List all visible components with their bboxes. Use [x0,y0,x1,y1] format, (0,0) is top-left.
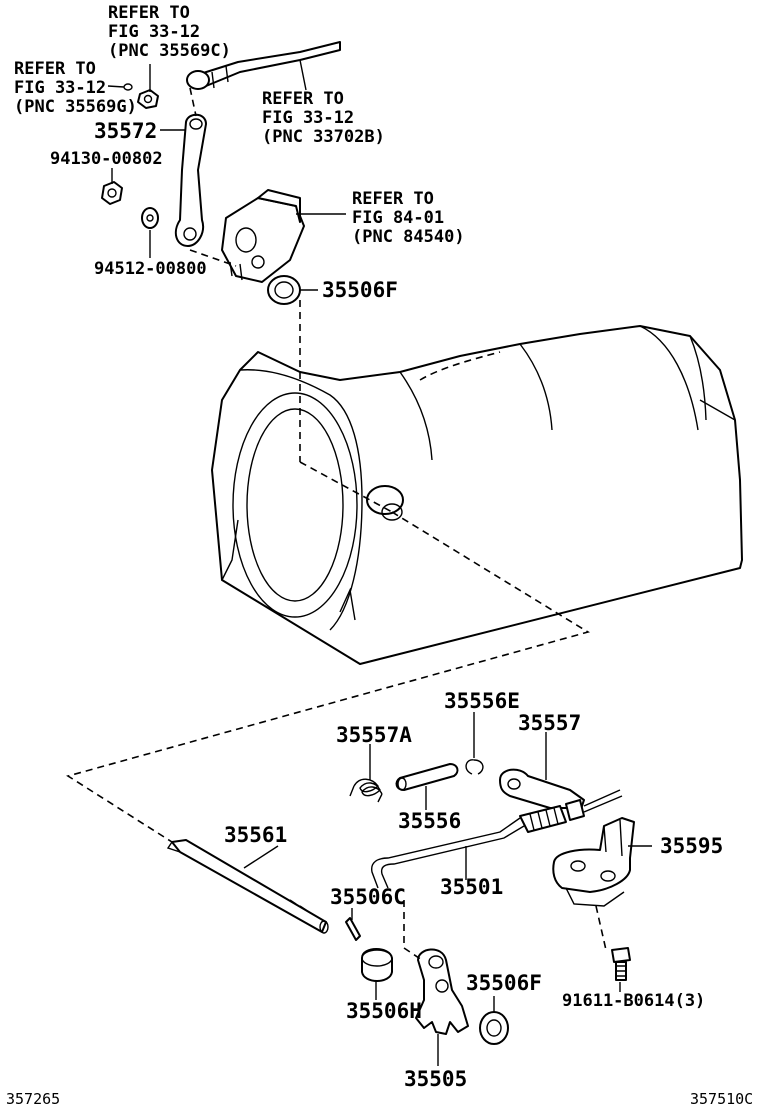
part-label-35505: 35505 [404,1067,467,1091]
part-label-35561: 35561 [224,823,287,847]
part-label-35557: 35557 [518,711,581,735]
pin-35556 [395,763,459,791]
ref-label-35569g: REFER TO FIG 33-12 (PNC 35569G) [14,59,137,117]
part-label-94130: 94130-00802 [50,149,163,169]
part-label-91611: 91611-B0614(3) [562,991,705,1011]
control-shaft-lever-35572 [174,113,207,247]
neutral-start-switch [221,189,305,283]
ref-label-33702b-line1: REFER TO [262,89,344,109]
nut-ref-35569c [137,89,159,109]
part-label-35506h: 35506H [346,999,422,1023]
ref-label-84540-line2: FIG 84-01 [352,208,444,228]
ref-label-35569c-line3: (PNC 35569C) [108,41,231,61]
e-clip-35556e [465,759,484,775]
ref-label-84540-line3: (PNC 84540) [352,227,465,247]
manual-detent-lever-35505 [415,948,469,1035]
ref-label-33702b-line2: FIG 33-12 [262,108,354,128]
washer-ref-35569g [123,83,133,91]
oil-seal-35506f-top [267,275,301,305]
nut-94130 [101,181,123,205]
ref-label-35569g-line2: FIG 33-12 [14,78,106,98]
figure-code-left: 357265 [6,1090,60,1108]
bracket-35595 [552,817,635,907]
part-label-35501: 35501 [440,875,503,899]
ref-label-35569c: REFER TO FIG 33-12 (PNC 35569C) [108,3,231,61]
washer-94512 [141,207,159,229]
bolt-91611 [611,947,631,981]
part-label-94512: 94512-00800 [94,259,207,279]
ref-label-84540-line1: REFER TO [352,189,434,209]
ref-label-35569g-line1: REFER TO [14,59,96,79]
ref-label-33702b-line3: (PNC 33702B) [262,127,385,147]
shaft-35561 [166,839,329,934]
part-label-35595: 35595 [660,834,723,858]
leader-lines [107,59,652,1066]
ref-label-35569c-line1: REFER TO [108,3,190,23]
part-label-35506c: 35506C [330,885,406,909]
ref-label-35569c-line2: FIG 33-12 [108,22,200,42]
ref-label-84540: REFER TO FIG 84-01 (PNC 84540) [352,189,465,247]
part-label-35556: 35556 [398,809,461,833]
transmission-control-cable-35501 [371,789,623,889]
oil-seal-35506f-bottom [479,1011,509,1045]
figure-code-right: 357510C [690,1090,753,1108]
ref-label-33702b: REFER TO FIG 33-12 (PNC 33702B) [262,89,385,147]
spring-35557a [349,778,383,803]
pin-35506c [345,917,361,941]
assembly-lines [66,87,607,961]
part-label-35572: 35572 [94,119,157,143]
transmission-case [211,325,743,665]
part-label-35506f-top: 35506F [322,278,398,302]
part-label-35506f-bottom: 35506F [466,971,542,995]
part-label-35557a: 35557A [336,723,412,747]
bushing-35506h [361,948,393,982]
part-label-35556e: 35556E [444,689,520,713]
ref-label-35569g-line3: (PNC 35569G) [14,97,137,117]
shift-control-cable-top [186,41,341,90]
